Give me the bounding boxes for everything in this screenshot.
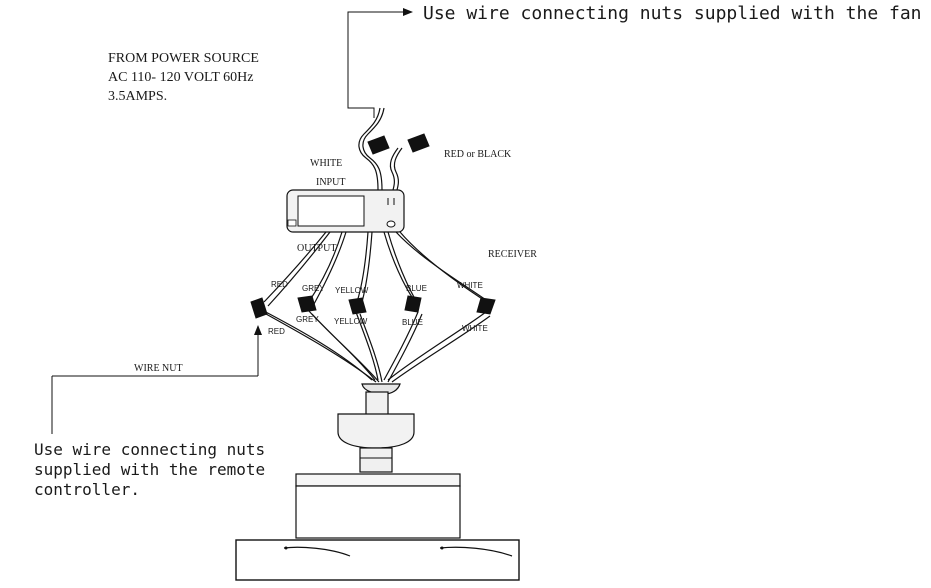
wire-label-yellow-bottom: YELLOW <box>334 317 368 326</box>
wire-nut-grey <box>297 295 317 313</box>
wire-nut-white <box>476 297 496 315</box>
fan-downrod <box>365 391 389 417</box>
wire-label-yellow-top: YELLOW <box>335 286 369 295</box>
label-receiver: RECEIVER <box>488 249 537 260</box>
fan-motor-housing <box>235 539 520 581</box>
label-input: INPUT <box>316 177 345 188</box>
wire-label-blue-bottom: BLUE <box>402 318 423 327</box>
supply-wires <box>358 107 403 191</box>
receiver-output-wires <box>263 231 491 307</box>
wire-label-white-top: WHITE <box>457 281 483 290</box>
wire-nut-callout-leader <box>51 325 262 434</box>
bottom-callout-line1: Use wire connecting nuts <box>34 440 265 459</box>
top-callout-text: Use wire connecting nuts supplied with t… <box>423 3 922 24</box>
power-source-line2: AC 110- 120 VOLT 60Hz <box>108 70 253 85</box>
label-white-input: WHITE <box>310 158 342 169</box>
fan-switch-housing <box>295 473 461 539</box>
power-source-line1: FROM POWER SOURCE <box>108 51 259 66</box>
wire-label-red-bottom: RED <box>268 327 285 336</box>
top-callout-leader <box>347 8 413 118</box>
wire-label-grey-top: GREY <box>302 284 325 293</box>
wire-label-blue-top: BLUE <box>406 284 427 293</box>
input-wire-nut-right <box>407 133 430 153</box>
fan-canopy <box>337 413 415 449</box>
input-wire-nut-left <box>367 135 390 155</box>
wire-nut-red <box>250 297 268 319</box>
receiver-box <box>286 189 405 233</box>
bottom-callout-line3: controller. <box>34 480 140 499</box>
fan-coupler <box>359 447 393 473</box>
power-source-line3: 3.5AMPS. <box>108 89 167 104</box>
wire-nut-blue <box>404 295 422 313</box>
bottom-callout-line2: supplied with the remote <box>34 460 265 479</box>
label-wire-nut: WIRE NUT <box>134 363 183 374</box>
wire-nut-yellow <box>348 297 367 315</box>
wire-label-grey-bottom: GREY <box>296 315 319 324</box>
label-red-or-black: RED or BLACK <box>444 149 512 160</box>
wire-label-white-bottom: WHITE <box>462 324 488 333</box>
fan-output-wires <box>261 309 491 383</box>
wire-label-red-top: RED <box>271 280 288 289</box>
